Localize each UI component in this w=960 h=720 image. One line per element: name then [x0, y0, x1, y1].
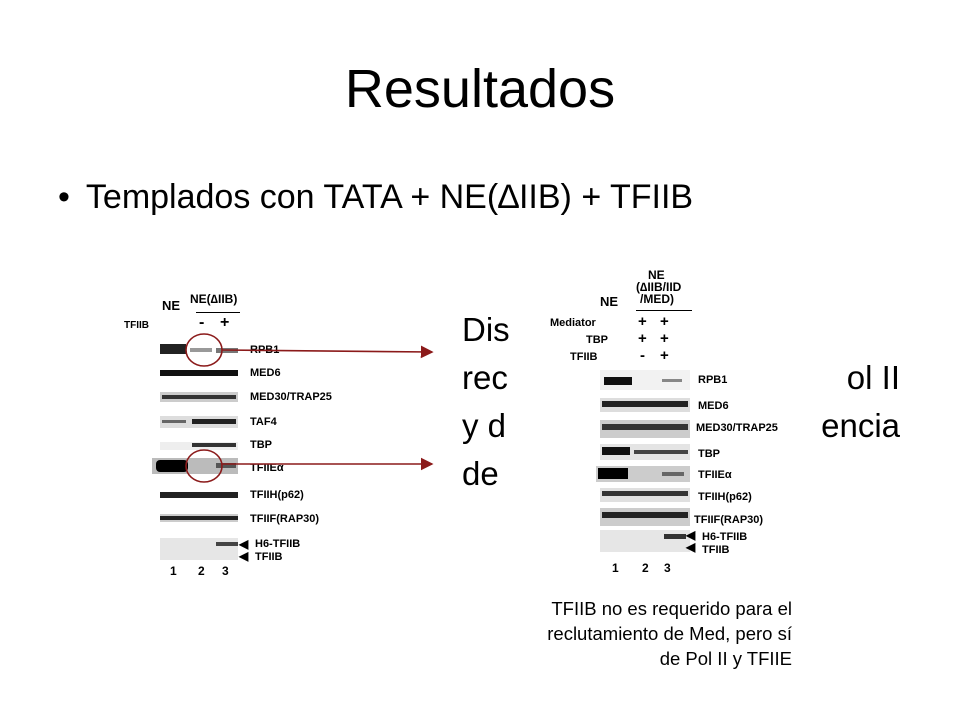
band-label: TFIIF(RAP30) [250, 513, 320, 525]
row-sign: + [660, 330, 669, 347]
lane-number: 2 [198, 564, 205, 578]
band [190, 348, 212, 352]
band-label: H6-TFIIB [702, 531, 748, 543]
triangle-icon: ◀ [686, 540, 696, 554]
band-label: MED30/TRAP25 [696, 422, 778, 434]
header-underline [636, 310, 692, 311]
row-sign: + [660, 347, 669, 364]
band-label: TFIIEα [250, 462, 284, 474]
triangle-icon: ◀ [239, 549, 249, 563]
bg-line-2: rec [462, 359, 508, 396]
band [216, 542, 238, 546]
figure-caption: TFIIB no es requerido para el reclutamie… [430, 596, 792, 671]
band [662, 379, 682, 382]
ne-header-line-2: (∆IIB/IID [636, 280, 682, 294]
background-text-right: ol II encia [790, 354, 900, 450]
caption-line-1: TFIIB no es requerido para el [551, 598, 792, 619]
band-label: TBP [698, 448, 720, 460]
ne-header-line-3: /MED) [640, 292, 674, 306]
ne-delta-label: NE(∆IIB) [190, 292, 238, 306]
bg-line-3: y d [462, 407, 507, 444]
band [598, 468, 628, 479]
tfiib-label: TFIIB [124, 320, 149, 331]
row-label-tbp: TBP [586, 334, 608, 346]
band-label: MED6 [698, 400, 729, 412]
caption-line-2: reclutamiento de Med, pero sí [547, 623, 792, 644]
row-sign: + [660, 313, 669, 330]
row-sign: - [640, 347, 645, 364]
arrow-rpb1 [221, 345, 434, 359]
lane-number: 3 [222, 564, 229, 578]
row-sign: + [638, 330, 647, 347]
bg-right-line-2: encia [821, 407, 900, 444]
band [192, 443, 236, 447]
gel-figure-left: NE NE(∆IIB) TFIIB - + RPB1 MED6 MED30/TR… [112, 282, 362, 582]
band-label: H6-TFIIB [255, 538, 301, 550]
band [160, 516, 238, 520]
ne-label: NE [600, 294, 619, 309]
bg-line-1: Dis [462, 311, 510, 348]
triangle-icon: ◀ [686, 528, 696, 542]
band [160, 492, 238, 498]
bullet-item: • Templados con TATA + NE(∆IIB) + TFIIB [58, 178, 693, 217]
band [604, 377, 632, 385]
bg-right-line-1: ol II [846, 359, 900, 396]
band-label: TFIIB [702, 544, 730, 556]
minus-sign: - [199, 314, 205, 331]
band [160, 344, 186, 354]
ne-label: NE [162, 298, 181, 313]
band-label: TFIIB [255, 551, 283, 563]
row-label-mediator: Mediator [550, 317, 596, 329]
band-label: RPB1 [698, 374, 728, 386]
band [192, 419, 236, 424]
band [602, 401, 688, 407]
header-underline [196, 312, 240, 313]
band-label: MED30/TRAP25 [250, 391, 332, 403]
band [602, 424, 688, 430]
band [216, 463, 236, 468]
band [664, 534, 686, 539]
band [602, 512, 688, 518]
band [162, 420, 186, 423]
highlight-circle-rpb1 [185, 333, 223, 367]
band-label: TAF4 [250, 416, 277, 428]
row-sign: + [638, 313, 647, 330]
bullet-text: Templados con TATA + NE(∆IIB) + TFIIB [85, 178, 694, 216]
lane-number: 1 [170, 564, 177, 578]
band [162, 395, 236, 399]
lane-number: 2 [642, 561, 649, 575]
band [662, 472, 684, 476]
band-label: TFIIF(RAP30) [694, 514, 764, 526]
triangle-icon: ◀ [239, 537, 249, 551]
background-text-left: Dis rec y d de [462, 306, 510, 498]
bg-line-4: de [462, 455, 499, 492]
band [600, 370, 690, 390]
band [634, 450, 688, 454]
band-label: TFIIEα [698, 469, 732, 481]
highlight-circle-tfiie [185, 449, 223, 483]
slide-title: Resultados [344, 59, 616, 119]
gel-figure-right: NE NE (∆IIB/IID /MED) Mediator + + TBP +… [540, 258, 790, 580]
bullet-dot-icon: • [58, 178, 70, 216]
lane-number: 1 [612, 561, 619, 575]
band-label: TFIIH(p62) [698, 491, 752, 503]
band-label: TBP [250, 439, 272, 451]
lane-number: 3 [664, 561, 671, 575]
band [156, 460, 188, 472]
band [160, 370, 238, 376]
plus-sign: + [220, 314, 230, 331]
band-label: TFIIH(p62) [250, 489, 304, 501]
ne-header-line-1: NE [648, 268, 665, 282]
row-label-tfiib: TFIIB [570, 351, 598, 363]
band-label: MED6 [250, 367, 281, 379]
band [602, 447, 630, 455]
caption-line-3: de Pol II y TFIIE [659, 648, 792, 669]
band [602, 491, 688, 496]
